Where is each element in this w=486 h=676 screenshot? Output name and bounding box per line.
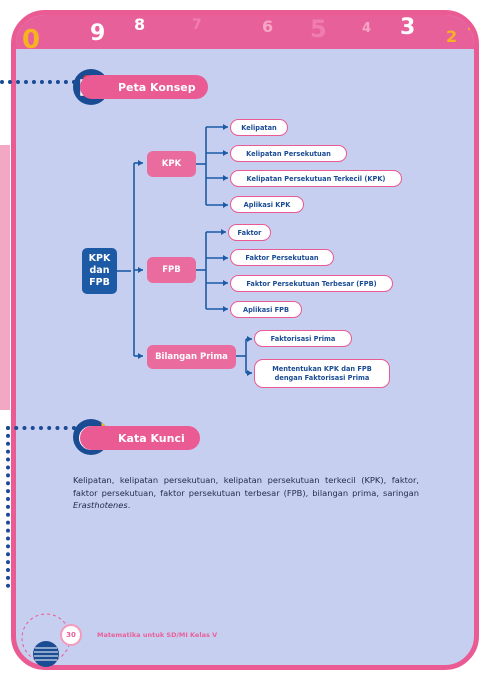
concept-leaf: Faktorisasi Prima [254, 330, 352, 347]
concept-leaf: Faktor Persekutuan [230, 249, 334, 266]
concept-branch-bilangan-prima: Bilangan Prima [147, 345, 236, 369]
concept-leaf: Mententukan KPK dan FPB dengan Faktorisa… [254, 359, 390, 388]
concept-leaf: Kelipatan [230, 119, 288, 136]
header-digit: 5 [310, 15, 327, 43]
concept-branch-kpk: KPK [147, 151, 196, 177]
header-digit: 9 [90, 21, 106, 46]
keywords-text-italic: Erasthotenes [73, 500, 128, 510]
dotted-connector [6, 426, 76, 430]
concept-branch-fpb: FPB [147, 257, 196, 283]
header-digit: 7 [192, 17, 202, 33]
concept-root: KPK dan FPB [82, 248, 117, 294]
keywords-text: Kelipatan, kelipatan persekutuan, kelipa… [73, 475, 419, 498]
header-digit: 1 [466, 11, 479, 35]
keywords-paragraph: Kelipatan, kelipatan persekutuan, kelipa… [73, 474, 419, 512]
concept-leaf: Aplikasi KPK [230, 196, 304, 213]
header-digit: 3 [400, 15, 416, 40]
header-digit: 6 [262, 17, 274, 36]
dotted-connector [6, 426, 10, 588]
page-number: 30 [60, 624, 82, 646]
concept-leaf: Aplikasi FPB [230, 301, 302, 318]
header-digit: 4 [362, 21, 372, 36]
left-side-strip [0, 145, 10, 410]
header-digit: 2 [446, 27, 458, 46]
concept-leaf: Faktor [228, 224, 271, 241]
header-digit: 8 [134, 15, 146, 34]
header-band: 0 9 8 7 6 5 4 3 2 1 [16, 15, 474, 55]
keywords-text-end: . [127, 500, 131, 510]
concept-map-title: Peta Konsep [80, 75, 208, 99]
concept-leaf: Kelipatan Persekutuan Terkecil (KPK) [230, 170, 402, 187]
keywords-title: Kata Kunci [80, 426, 200, 450]
footer-book-title: Matematika untuk SD/MI Kelas V [97, 631, 218, 639]
dotted-connector [0, 80, 76, 84]
concept-leaf: Faktor Persekutuan Terbesar (FPB) [230, 275, 393, 292]
header-digit: 0 [22, 25, 41, 55]
concept-leaf: Kelipatan Persekutuan [230, 145, 347, 162]
